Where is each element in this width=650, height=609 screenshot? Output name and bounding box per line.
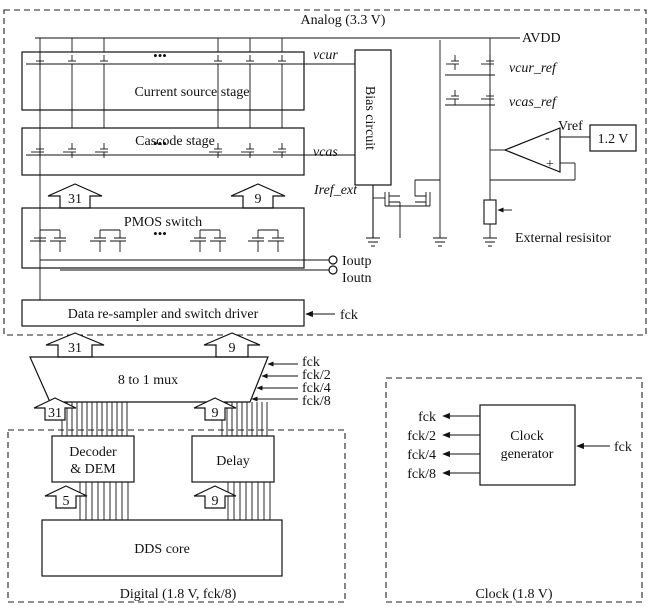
cascode-stage-box xyxy=(21,127,305,176)
current-source-stage-box xyxy=(21,51,305,111)
fck-resampler-label: fck xyxy=(340,308,358,323)
bias-circuit-label: Bias circuit xyxy=(362,86,377,150)
delay-to-mux-bus xyxy=(193,397,268,436)
mux-clk-fck: fck xyxy=(302,355,320,370)
cascode-transistors xyxy=(26,142,355,159)
vref-label: Vref xyxy=(558,119,583,134)
current-source-stage-label: Current source stage xyxy=(134,85,249,100)
bus-arrow-9-mux-out xyxy=(203,332,261,358)
digital-domain-label: Digital (1.8 V, fck/8) xyxy=(120,587,237,602)
clock-generator-box xyxy=(479,404,576,486)
bus-arrow-9-up xyxy=(230,183,286,209)
decoder-label-line2: & DEM xyxy=(70,462,116,477)
iref-ext-label: Iref_ext xyxy=(313,183,358,198)
data-resampler-label: Data re-sampler and switch driver xyxy=(68,307,259,322)
mux-clk-fck2: fck/2 xyxy=(302,368,331,383)
ioutn-terminal xyxy=(328,265,338,275)
analog-domain xyxy=(3,9,647,336)
ellipsis-switch: ••• xyxy=(153,226,167,241)
ioutp-terminal xyxy=(328,255,338,265)
delay-label: Delay xyxy=(216,454,249,469)
clock-domain-label: Clock (1.8 V) xyxy=(475,587,552,602)
pmos-switch-label: PMOS switch xyxy=(124,215,202,230)
opamp-plus: + xyxy=(546,157,554,172)
dds-core-box xyxy=(41,519,283,577)
digital-domain xyxy=(7,429,346,603)
bus-arrow-31-mux-out xyxy=(45,332,105,358)
opamp-minus: - xyxy=(545,131,550,146)
dds-to-decoder-bus xyxy=(44,482,129,520)
ioutp-label: Ioutp xyxy=(342,254,372,269)
dds-right-width: 9 xyxy=(212,494,219,509)
mux-label: 8 to 1 mux xyxy=(118,373,178,388)
opamp xyxy=(490,127,590,181)
vcas-label: vcas xyxy=(313,145,338,160)
bus-width-31-array: 31 xyxy=(68,192,82,207)
mux-clk-fck4: fck/4 xyxy=(302,381,331,396)
nmos-mirror xyxy=(366,40,447,247)
vcur-ref-label: vcur_ref xyxy=(509,61,558,76)
data-resampler-box xyxy=(21,299,305,327)
clock-out-fck2: fck/2 xyxy=(407,429,436,444)
clock-gen-input-label: fck xyxy=(614,440,632,455)
ioutn-label: Ioutn xyxy=(342,271,372,286)
bus-arrow-31-up xyxy=(47,183,103,209)
delay-box xyxy=(191,435,275,483)
cascode-stage-label: Cascode stage xyxy=(135,134,215,149)
avdd-label: AVDD xyxy=(522,31,561,46)
vref-value: 1.2 V xyxy=(598,132,629,147)
pmos-switch-box xyxy=(21,207,305,269)
reference-branch xyxy=(445,38,505,247)
mux-in-right-width: 9 xyxy=(212,406,219,421)
ellipsis-middle: ••• xyxy=(153,136,167,151)
decoder-to-mux-bus xyxy=(33,397,128,436)
mux-out-left-width: 31 xyxy=(68,341,82,356)
bus-width-9-array: 9 xyxy=(255,192,262,207)
clock-gen-outputs xyxy=(442,412,480,477)
mux-out-right-width: 9 xyxy=(229,341,236,356)
clock-generator-line1: Clock xyxy=(510,429,543,444)
mux-clk-fck8: fck/8 xyxy=(302,394,331,409)
vref-source-box xyxy=(589,124,637,152)
clock-out-fck4: fck/4 xyxy=(407,448,436,463)
vcur-label: vcur xyxy=(313,48,338,63)
clock-out-fck8: fck/8 xyxy=(407,467,436,482)
decoder-dem-box xyxy=(51,435,135,483)
analog-domain-label: Analog (3.3 V) xyxy=(301,13,386,28)
decoder-label-line1: Decoder xyxy=(69,445,117,460)
dds-left-width: 5 xyxy=(63,494,70,509)
vcas-ref-label: vcas_ref xyxy=(509,95,558,110)
pmos-switch-pairs xyxy=(30,229,284,252)
mux-trapezoid xyxy=(29,356,269,403)
clock-out-fck: fck xyxy=(418,410,436,425)
ellipsis-top: ••• xyxy=(153,48,167,63)
clock-generator-line2: generator xyxy=(501,447,554,462)
dds-core-label: DDS core xyxy=(134,542,190,557)
mux-clock-inputs xyxy=(251,361,298,402)
current-source-transistors xyxy=(26,38,355,300)
mux-in-left-width: 31 xyxy=(48,406,62,421)
dds-to-delay-bus xyxy=(193,482,271,520)
external-resistor-label: External resisitor xyxy=(515,231,611,246)
